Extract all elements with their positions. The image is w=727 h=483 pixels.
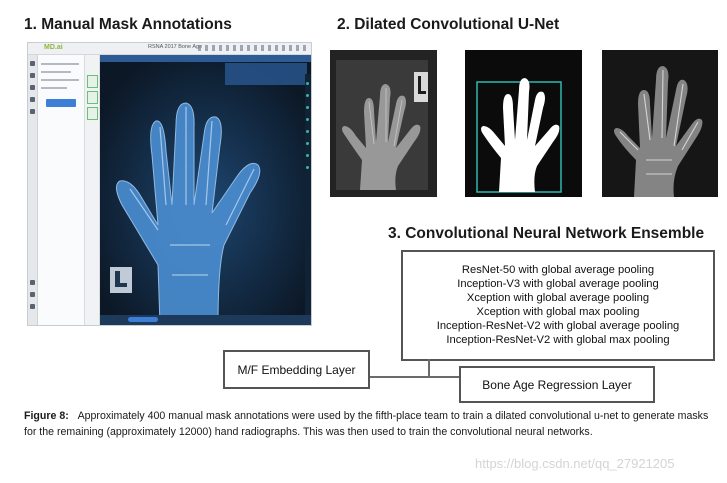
ensemble-title: 3. Convolutional Neural Network Ensemble xyxy=(388,225,704,243)
radiograph-viewer xyxy=(100,55,311,325)
app-logo: MD.ai xyxy=(44,44,63,51)
app-titlebar: MD.ai RSNA 2017 Bone Age xyxy=(28,43,311,55)
info-icon xyxy=(30,292,35,297)
figure-label: Figure 8: xyxy=(24,410,69,422)
ensemble-model-line: ResNet-50 with global average pooling xyxy=(403,264,713,276)
processed-radiograph-image xyxy=(602,50,718,197)
hand-radiograph-annotation xyxy=(100,55,311,325)
app-toolbar-icons xyxy=(198,45,306,51)
help-icon xyxy=(30,304,35,309)
viewer-bottom-bar xyxy=(100,315,311,325)
annotation-tool-screenshot: MD.ai RSNA 2017 Bone Age xyxy=(27,42,312,326)
ensemble-model-line: Inception-ResNet-V2 with global average … xyxy=(403,320,713,332)
app-label-panel xyxy=(38,55,85,325)
bone-age-regression-box: Bone Age Regression Layer xyxy=(459,366,655,403)
connector-line xyxy=(368,376,461,378)
watermark-text: https://blog.csdn.net/qq_27921205 xyxy=(475,456,675,471)
cnn-ensemble-box: ResNet-50 with global average pooling In… xyxy=(401,250,715,361)
unet-title: 2. Dilated Convolutional U-Net xyxy=(337,16,559,34)
ensemble-model-line: Inception-V3 with global average pooling xyxy=(403,278,713,290)
viewer-top-bar xyxy=(100,55,311,62)
code-icon xyxy=(30,85,35,90)
connector-line xyxy=(428,359,430,376)
viewer-label-strip xyxy=(305,74,311,319)
viewer-pager xyxy=(128,317,158,322)
chat-icon xyxy=(30,109,35,114)
input-radiograph-image xyxy=(330,50,437,197)
mf-embedding-layer-box: M/F Embedding Layer xyxy=(223,350,370,389)
ensemble-model-line: Xception with global average pooling xyxy=(403,292,713,304)
figure-caption-text: Approximately 400 manual mask annotation… xyxy=(24,410,708,438)
bone-age-regression-label: Bone Age Regression Layer xyxy=(461,368,653,401)
mf-embedding-label: M/F Embedding Layer xyxy=(225,352,368,387)
home-icon xyxy=(30,61,35,66)
settings-icon xyxy=(30,280,35,285)
figure-caption: Figure 8: Approximately 400 manual mask … xyxy=(24,408,714,440)
ensemble-model-line: Inception-ResNet-V2 with global max pool… xyxy=(403,334,713,346)
ensemble-model-line: Xception with global max pooling xyxy=(403,306,713,318)
users-icon xyxy=(30,97,35,102)
app-action-button xyxy=(46,99,76,107)
viewer-overlay-controls xyxy=(225,63,307,85)
app-series-thumbnails xyxy=(85,55,100,325)
layers-icon xyxy=(30,73,35,78)
app-project-title: RSNA 2017 Bone Age xyxy=(148,44,202,50)
app-left-rail xyxy=(28,55,38,325)
unet-mask-output-image xyxy=(465,50,582,197)
manual-annotations-title: 1. Manual Mask Annotations xyxy=(24,16,232,34)
